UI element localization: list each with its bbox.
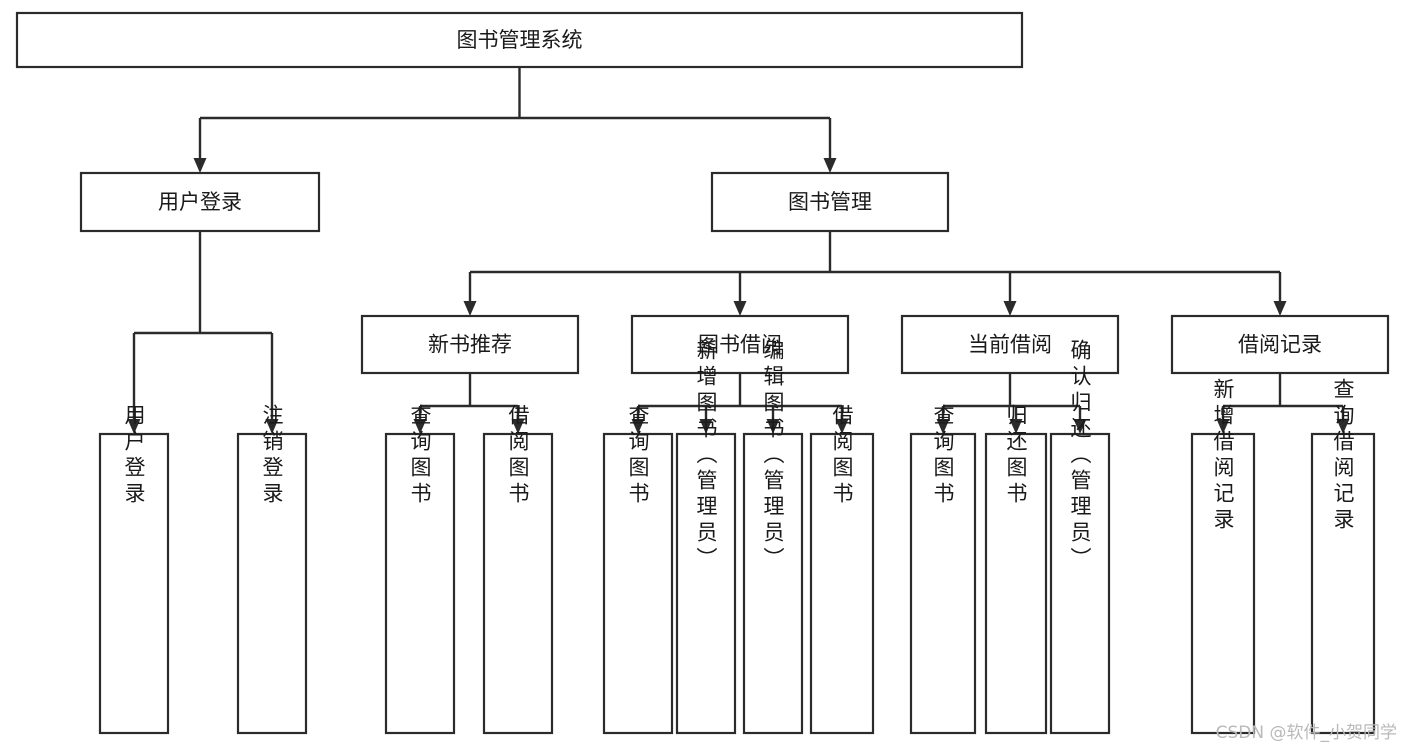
node-box[interactable] <box>360 314 580 375</box>
node-label: 新增图书（管理员） <box>694 339 718 573</box>
node-leaf-add-record[interactable]: 新增借阅记录 <box>1190 378 1256 735</box>
node-leaf-query-record[interactable]: 查询借阅记录 <box>1310 378 1376 735</box>
node-leaf-user-login[interactable]: 用户登录 <box>98 404 170 735</box>
node-label: 用户登录 <box>122 404 146 508</box>
arrow-head-icon <box>699 419 713 434</box>
connectors-layer <box>127 67 1350 434</box>
arrow-head-icon <box>1216 419 1230 434</box>
nodes-layer: 图书管理系统用户登录图书管理新书推荐图书借阅当前借阅借阅记录用户登录注销登录查询… <box>15 11 1390 735</box>
node-box[interactable] <box>710 171 950 233</box>
arrow-head-icon <box>265 419 279 434</box>
arrow-head-icon <box>127 419 141 434</box>
node-leaf-query-book-2[interactable]: 查询图书 <box>602 404 674 735</box>
node-label: 图书管理系统 <box>457 28 583 52</box>
node-new-book-recommend[interactable]: 新书推荐 <box>360 314 580 375</box>
node-label: 编辑图书（管理员） <box>761 339 785 573</box>
node-leaf-confirm-return[interactable]: 确认归还（管理员） <box>1049 339 1111 735</box>
node-box[interactable] <box>1190 432 1256 735</box>
node-leaf-add-book[interactable]: 新增图书（管理员） <box>675 339 737 735</box>
node-box[interactable] <box>98 432 170 735</box>
node-label: 图书管理 <box>788 190 872 214</box>
node-box[interactable] <box>675 432 737 735</box>
node-box[interactable] <box>1310 432 1376 735</box>
arrow-head-icon <box>463 301 477 316</box>
arrow-head-icon <box>766 419 780 434</box>
node-box[interactable] <box>1170 314 1390 375</box>
node-label: 当前借阅 <box>968 333 1052 357</box>
node-leaf-user-logout[interactable]: 注销登录 <box>236 404 308 735</box>
node-label: 注销登录 <box>260 404 284 508</box>
arrow-head-icon <box>413 419 427 434</box>
node-label: 图书借阅 <box>698 333 782 357</box>
node-root-system[interactable]: 图书管理系统 <box>15 11 1024 69</box>
node-label: 新增借阅记录 <box>1211 378 1235 534</box>
node-book-manage[interactable]: 图书管理 <box>710 171 950 233</box>
node-borrow-record[interactable]: 借阅记录 <box>1170 314 1390 375</box>
node-label: 查询图书 <box>626 404 650 508</box>
node-leaf-borrow-book-1[interactable]: 借阅图书 <box>482 404 554 735</box>
node-label: 查询图书 <box>408 404 432 508</box>
node-label: 用户登录 <box>158 190 242 214</box>
node-leaf-query-book-1[interactable]: 查询图书 <box>384 404 456 735</box>
node-box[interactable] <box>900 314 1120 375</box>
node-leaf-query-book-3[interactable]: 查询图书 <box>909 404 977 735</box>
node-box[interactable] <box>742 432 804 735</box>
node-label: 借阅记录 <box>1238 333 1322 357</box>
arrow-head-icon <box>1073 419 1087 434</box>
arrow-head-icon <box>733 301 747 316</box>
arrow-head-icon <box>1273 301 1287 316</box>
node-leaf-return-book[interactable]: 归还图书 <box>984 404 1048 735</box>
arrow-head-icon <box>823 158 837 173</box>
arrow-head-icon <box>631 419 645 434</box>
node-box[interactable] <box>236 432 308 735</box>
node-box[interactable] <box>15 11 1024 69</box>
node-label: 借阅图书 <box>506 404 530 508</box>
node-current-borrow[interactable]: 当前借阅 <box>900 314 1120 375</box>
node-box[interactable] <box>809 432 875 735</box>
arrow-head-icon <box>511 419 525 434</box>
node-label: 确认归还（管理员） <box>1068 339 1092 573</box>
arrow-head-icon <box>835 419 849 434</box>
node-label: 查询图书 <box>931 404 955 508</box>
node-label: 归还图书 <box>1004 404 1028 508</box>
node-leaf-borrow-book-2[interactable]: 借阅图书 <box>809 404 875 735</box>
node-box[interactable] <box>602 432 674 735</box>
node-label: 新书推荐 <box>428 333 512 357</box>
node-box[interactable] <box>909 432 977 735</box>
arrow-head-icon <box>1003 301 1017 316</box>
node-label: 查询借阅记录 <box>1331 378 1355 534</box>
node-box[interactable] <box>630 314 850 375</box>
node-box[interactable] <box>984 432 1048 735</box>
node-label: 借阅图书 <box>830 404 854 508</box>
arrow-head-icon <box>193 158 207 173</box>
node-box[interactable] <box>79 171 321 233</box>
arrow-head-icon <box>1336 419 1350 434</box>
arrow-head-icon <box>1009 419 1023 434</box>
node-box[interactable] <box>482 432 554 735</box>
node-box[interactable] <box>384 432 456 735</box>
node-user-login[interactable]: 用户登录 <box>79 171 321 233</box>
arrow-head-icon <box>936 419 950 434</box>
node-box[interactable] <box>1049 432 1111 735</box>
node-book-borrow[interactable]: 图书借阅 <box>630 314 850 375</box>
node-leaf-edit-book[interactable]: 编辑图书（管理员） <box>742 339 804 735</box>
